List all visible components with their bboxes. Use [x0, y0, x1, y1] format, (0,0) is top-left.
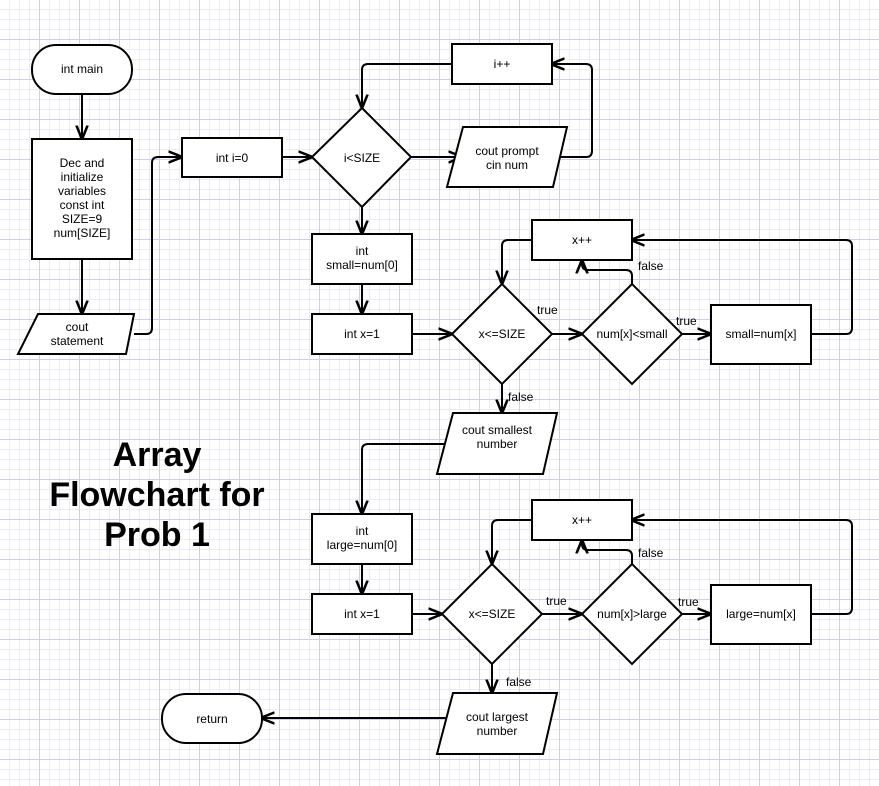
- node-cout-prompt-line-1: cout prompt: [475, 144, 539, 158]
- diagram-title: Array Flowchart for Prob 1: [49, 436, 264, 554]
- node-int-main-label: int main: [61, 62, 103, 76]
- node-dec-init-line-6: num[SIZE]: [54, 226, 111, 240]
- node-x-le-size-b[interactable]: x<=SIZE: [440, 562, 544, 666]
- node-i-lt-size-label: i<SIZE: [344, 151, 380, 165]
- label-loop1-true-right: true: [676, 314, 697, 328]
- edge-xpp-to-xcond-b: [492, 519, 531, 563]
- label-loop2-true: true: [546, 594, 567, 608]
- node-num-gt-large-label: num[x]>large: [597, 607, 667, 621]
- node-i-pp-label: i++: [494, 57, 511, 71]
- node-dec-init-line-2: initialize: [61, 170, 104, 184]
- node-cout-statement-line-1: cout: [66, 320, 89, 334]
- label-loop1-false-top: false: [638, 259, 664, 273]
- node-dec-init[interactable]: Dec and initialize variables const int S…: [31, 138, 133, 260]
- node-return[interactable]: return: [161, 693, 263, 744]
- node-x-pp-b-label: x++: [572, 513, 592, 527]
- node-num-gt-large[interactable]: num[x]>large: [580, 562, 684, 666]
- node-x-pp-b[interactable]: x++: [531, 499, 633, 541]
- node-cout-largest-line-2: number: [477, 724, 518, 738]
- label-loop2-false-down: false: [506, 675, 532, 689]
- node-int-small[interactable]: int small=num[0]: [311, 233, 413, 285]
- node-x-le-size-b-label: x<=SIZE: [469, 607, 516, 621]
- node-cout-smallest-line-1: cout smallest: [462, 423, 533, 437]
- node-large-assign-label: large=num[x]: [726, 607, 796, 621]
- title-line-3: Prob 1: [104, 516, 210, 554]
- node-cout-largest-line-1: cout largest: [466, 710, 529, 724]
- node-int-small-line-1: int: [356, 244, 369, 258]
- label-loop1-true: true: [537, 303, 558, 317]
- node-int-x1-a-label: int x=1: [344, 327, 380, 341]
- node-x-le-size-a-label: x<=SIZE: [479, 327, 526, 341]
- node-cout-largest[interactable]: cout largest number: [435, 692, 559, 755]
- label-loop2-true-right: true: [678, 595, 699, 609]
- nodes: int main Dec and initialize variables co…: [16, 43, 812, 755]
- node-cout-smallest-line-2: number: [477, 437, 518, 451]
- edge-smallest-to-large: [362, 443, 451, 513]
- edge-xpp-to-xcond-a: [502, 239, 531, 283]
- node-x-pp-a[interactable]: x++: [531, 219, 633, 261]
- edge-small-assign-to-xpp: [632, 240, 853, 335]
- node-i-lt-size[interactable]: i<SIZE: [310, 106, 413, 209]
- node-dec-init-line-5: SIZE=9: [62, 212, 103, 226]
- node-x-pp-a-label: x++: [572, 233, 592, 247]
- node-x-le-size-a[interactable]: x<=SIZE: [450, 282, 554, 386]
- node-int-large[interactable]: int large=num[0]: [311, 513, 413, 565]
- node-int-x1-a[interactable]: int x=1: [311, 313, 413, 355]
- node-int-large-line-2: large=num[0]: [327, 538, 397, 552]
- edge-numcond-false-to-xpp: [582, 261, 633, 284]
- edges: [82, 63, 853, 718]
- node-int-i0-label: int i=0: [216, 151, 249, 165]
- node-return-label: return: [196, 712, 227, 726]
- node-cout-prompt-line-2: cin num: [486, 158, 528, 172]
- node-int-main[interactable]: int main: [31, 44, 133, 95]
- node-int-x1-b-label: int x=1: [344, 607, 380, 621]
- edge-ipp-to-cond: [362, 63, 452, 107]
- node-small-assign-label: small=num[x]: [725, 327, 796, 341]
- edge-cout-to-int-i: [134, 157, 181, 335]
- title-line-1: Array: [113, 436, 202, 474]
- label-loop1-false-down: false: [508, 390, 534, 404]
- edge-large-assign-to-xpp: [632, 520, 853, 615]
- node-dec-init-line-1: Dec and: [60, 156, 105, 170]
- node-cout-statement-line-2: statement: [51, 334, 104, 348]
- label-loop2-false-top: false: [638, 546, 664, 560]
- node-int-small-line-2: small=num[0]: [326, 258, 398, 272]
- node-int-i0[interactable]: int i=0: [181, 137, 283, 178]
- title-line-2: Flowchart for: [49, 476, 264, 514]
- node-cout-statement[interactable]: cout statement: [16, 313, 136, 355]
- node-large-assign[interactable]: large=num[x]: [710, 584, 812, 645]
- edge-labels: true false true false true false true fa…: [506, 259, 699, 689]
- node-i-pp[interactable]: i++: [451, 43, 553, 85]
- node-num-lt-small[interactable]: num[x]<small: [580, 282, 684, 386]
- node-small-assign[interactable]: small=num[x]: [710, 304, 812, 365]
- node-int-large-line-1: int: [356, 524, 369, 538]
- edge-numcond-false-to-xpp-b: [582, 541, 633, 564]
- node-cout-smallest[interactable]: cout smallest number: [435, 412, 559, 475]
- edge-prompt-to-ipp: [552, 64, 593, 158]
- node-num-lt-small-label: num[x]<small: [596, 327, 667, 341]
- node-dec-init-line-3: variables: [58, 184, 106, 198]
- node-int-x1-b[interactable]: int x=1: [311, 593, 413, 635]
- node-cout-prompt[interactable]: cout prompt cin num: [445, 126, 569, 188]
- node-dec-init-line-4: const int: [60, 198, 105, 212]
